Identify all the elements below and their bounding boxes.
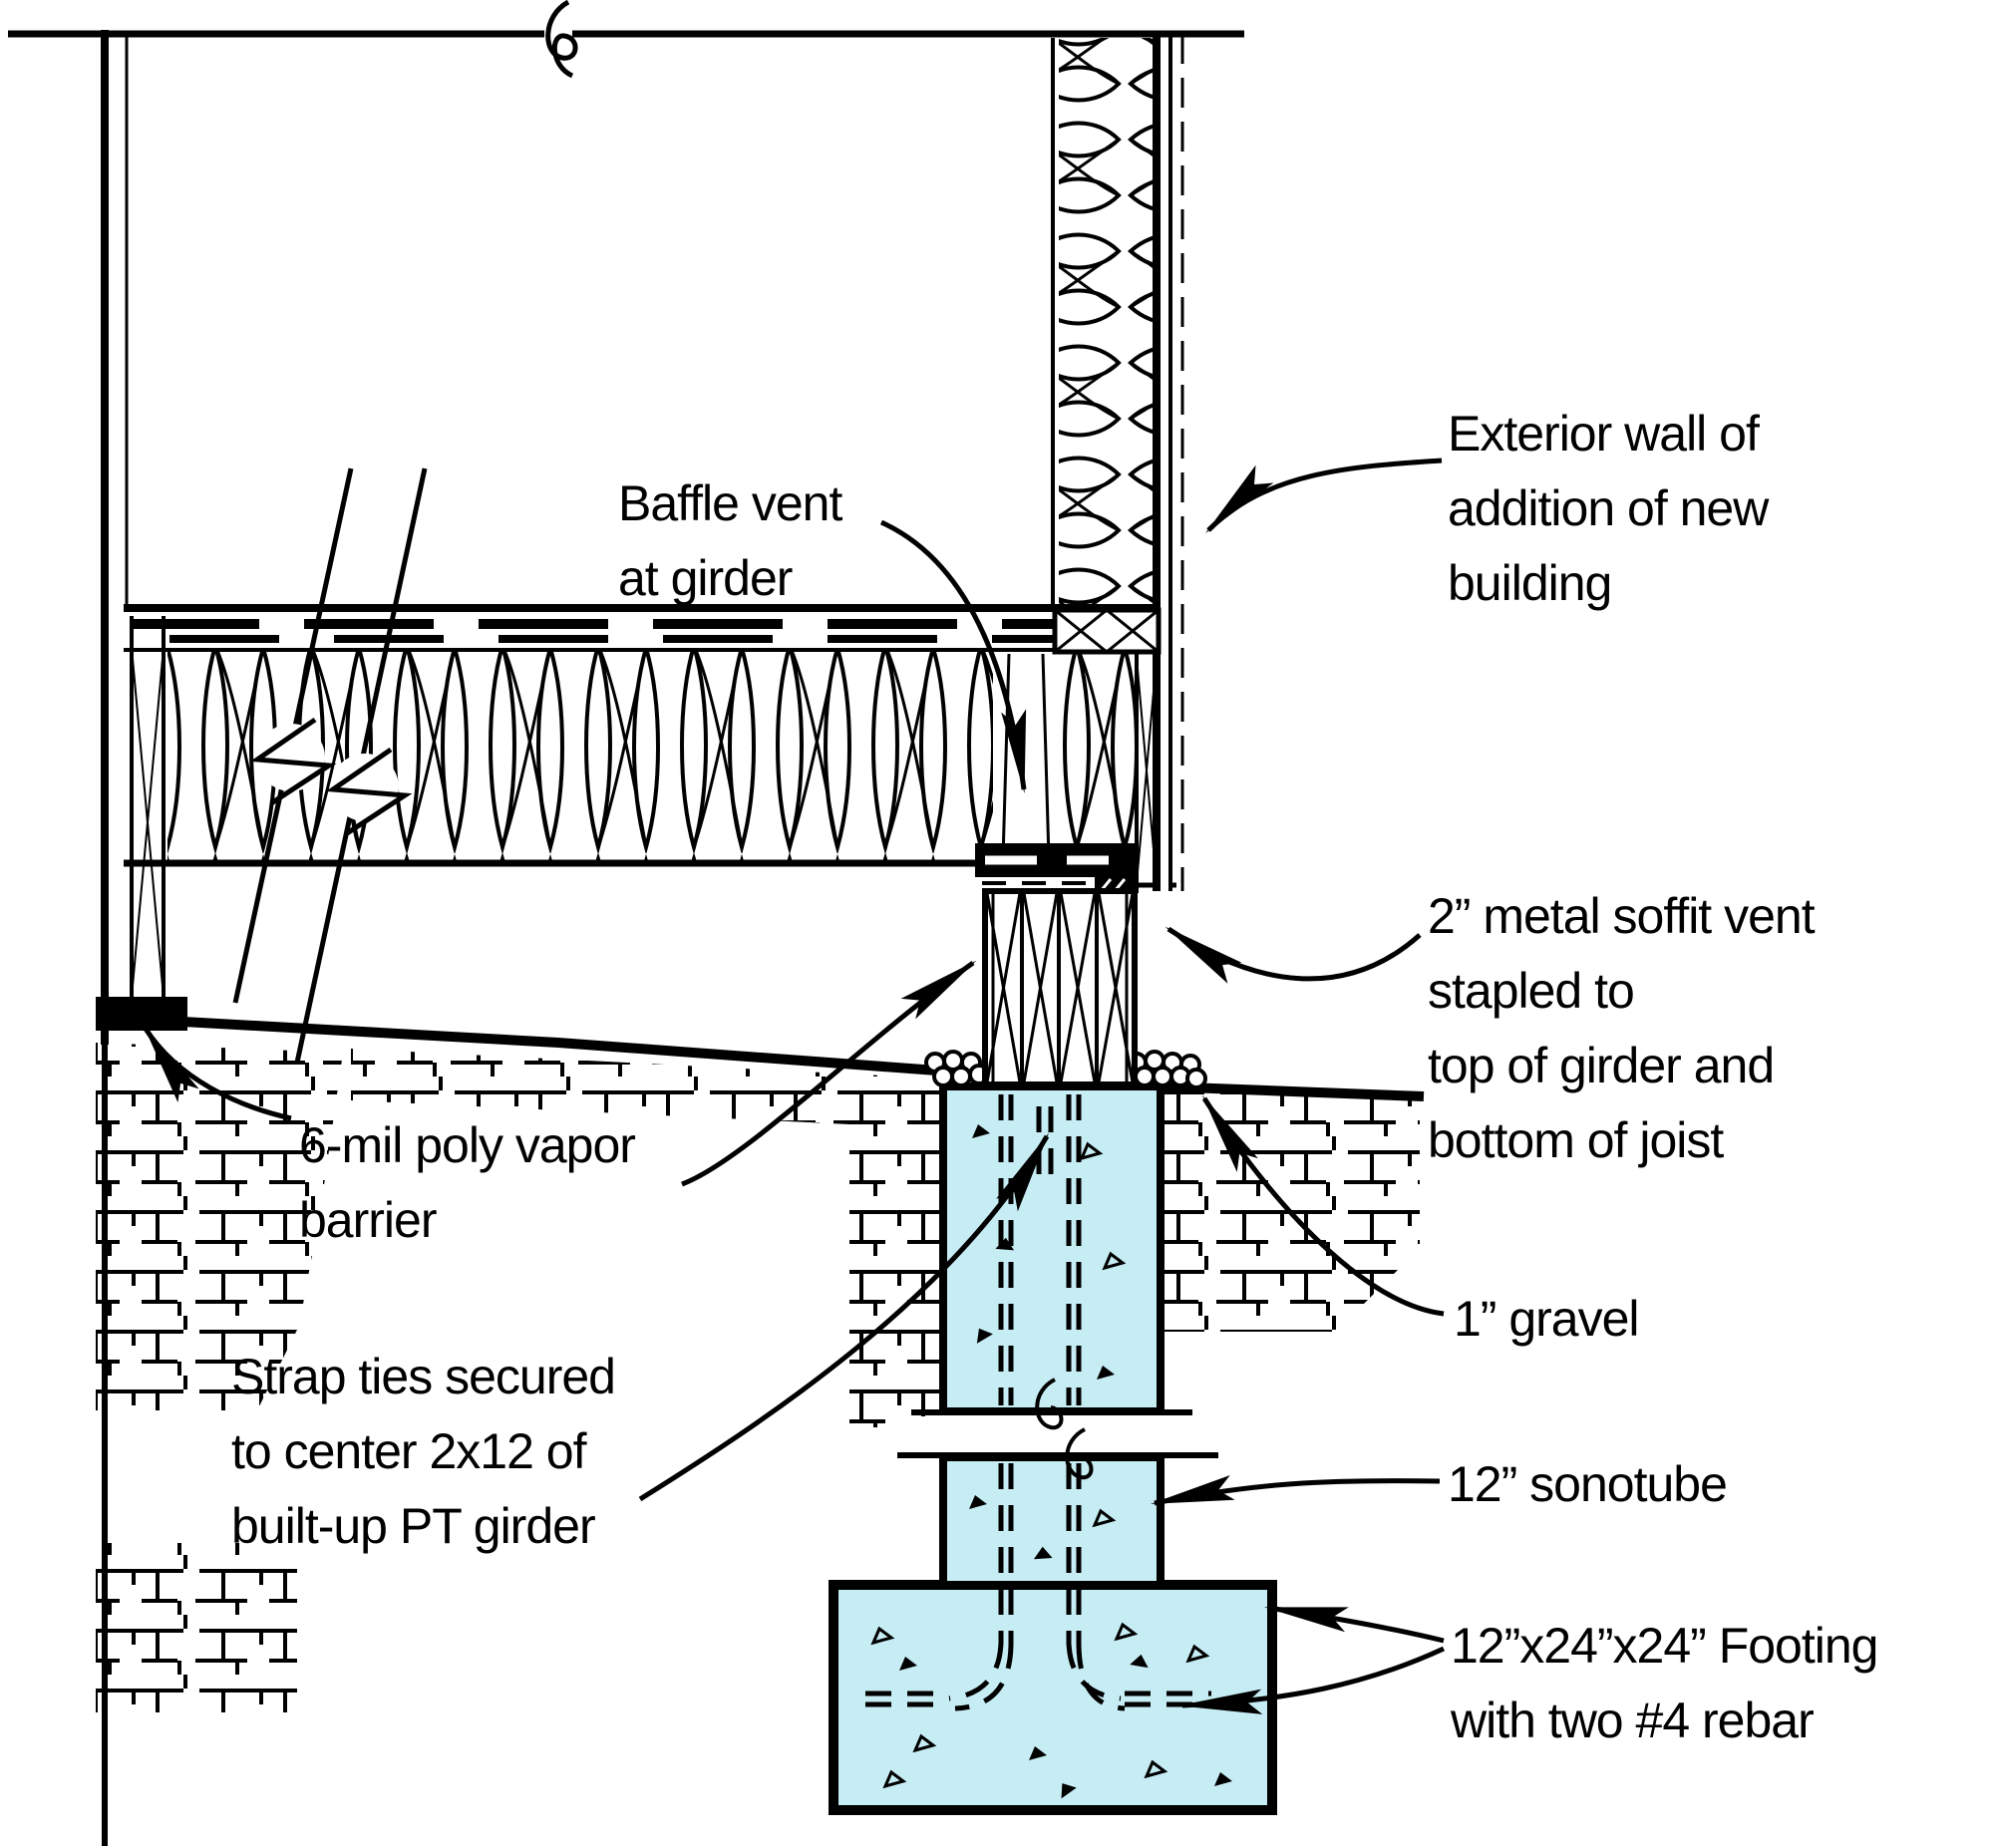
exterior-wall [1051, 34, 1184, 891]
footing-and-pier [829, 897, 1277, 1815]
label-strap-ties: Strap ties secured to center 2x12 of bui… [231, 1349, 616, 1554]
leader-arrows [143, 458, 1446, 1714]
footing [829, 1580, 1277, 1815]
leader-vapor-barrier-right [681, 960, 977, 1187]
floor-batt-insulation [167, 650, 1135, 863]
label-soffit-vent: 2” metal soffit vent stapled to top of g… [1428, 888, 1816, 1168]
leader-footing-corner [1263, 1605, 1445, 1644]
leader-gravel [1201, 1094, 1445, 1317]
existing-structure-lines [8, 30, 1244, 1846]
leader-strap-ties [638, 1132, 1050, 1502]
floor-left-rim [130, 616, 166, 1002]
leader-vapor-barrier-left [143, 1025, 292, 1121]
label-vapor-barrier: 6-mil poly vapor barrier [299, 1117, 636, 1248]
girder-assembly [975, 843, 1176, 1087]
label-exterior-wall: Exterior wall of addition of new buildin… [1448, 406, 1769, 611]
label-gravel: 1” gravel [1454, 1291, 1640, 1347]
label-footing: 12”x24”x24” Footing with two #4 rebar [1451, 1618, 1878, 1748]
leader-baffle-vent [879, 519, 1027, 794]
leader-footing-rebar [1177, 1646, 1446, 1714]
break-squiggle-top [545, 0, 578, 79]
wall-batt-insulation [1059, 38, 1153, 612]
sonotube-pier-lower [939, 1453, 1164, 1589]
floor-assembly [96, 604, 1159, 1031]
leader-exterior-wall [1205, 458, 1443, 533]
ground-line-and-vapor-barrier [129, 1014, 1425, 1101]
leader-soffit-vent [1164, 926, 1422, 984]
label-sonotube: 12” sonotube [1448, 1456, 1728, 1512]
label-baffle-vent: Baffle vent at girder [618, 475, 842, 606]
section-cut-lines [232, 467, 428, 1064]
leader-sonotube [1150, 1475, 1441, 1506]
